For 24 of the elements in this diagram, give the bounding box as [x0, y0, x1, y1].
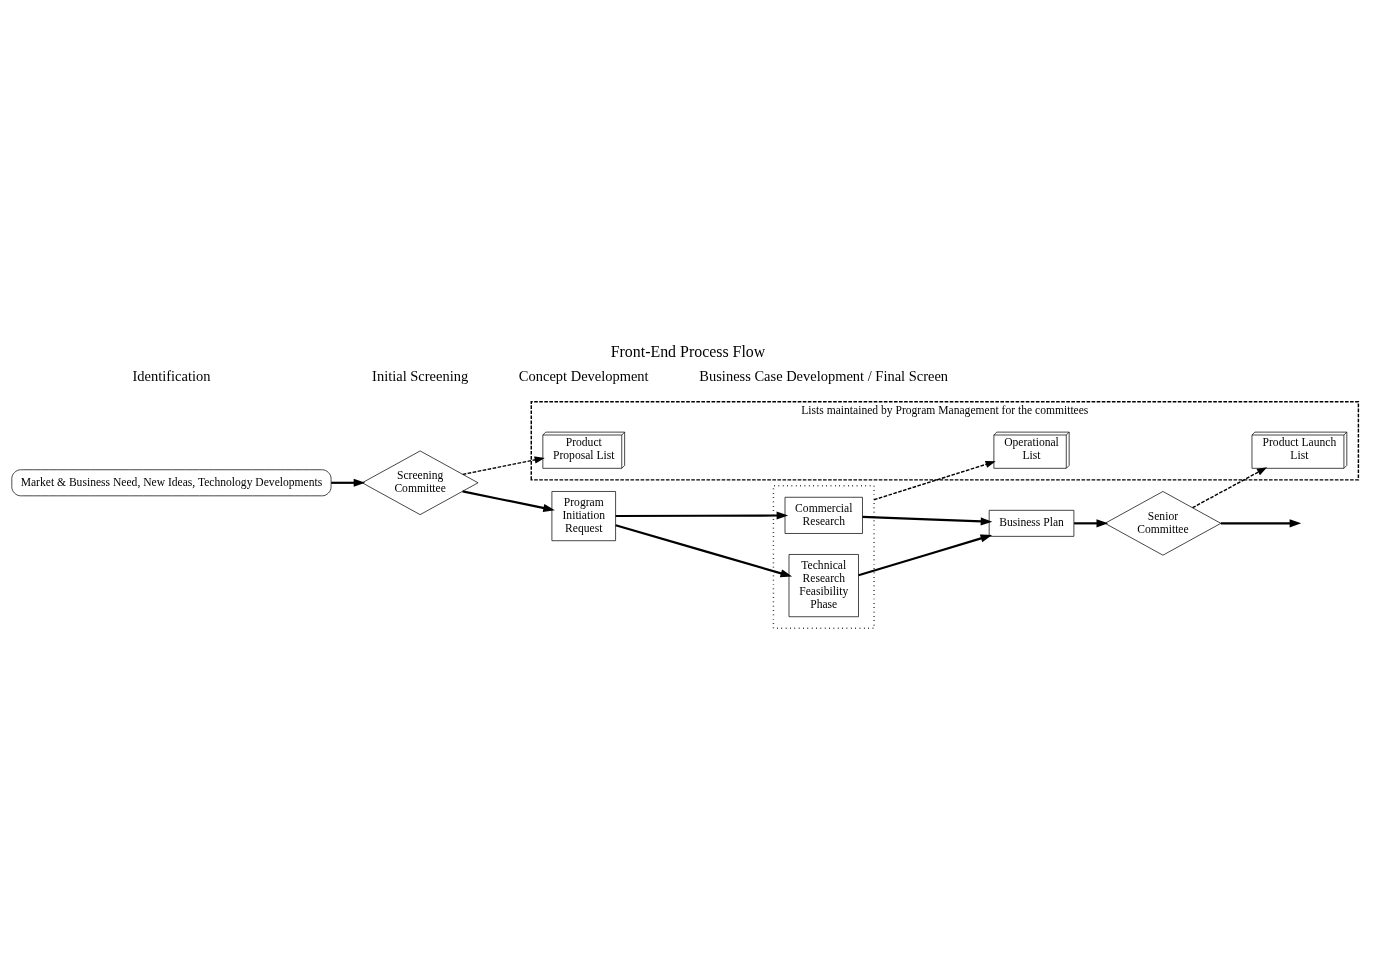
label: Business Case Development / Final Screen [699, 367, 949, 384]
arrow [1220, 518, 1302, 527]
arrow [615, 523, 793, 577]
arrow [862, 515, 993, 525]
arrow [462, 455, 545, 475]
cluster [772, 484, 875, 629]
diagram-title: Front-End Process Flow [610, 342, 766, 360]
arrow [615, 510, 789, 520]
arrow [1074, 518, 1109, 527]
node-diamond: Senior Committee [1104, 490, 1222, 556]
arrow [1191, 466, 1268, 508]
node-box: Market & Business Need, New Ideas, Technology Developments [11, 468, 332, 496]
node-diamond: Screening Committee [361, 450, 479, 515]
arrow [858, 533, 993, 576]
label: Initial Screening [372, 367, 469, 384]
arrow [462, 489, 555, 512]
label: Concept Development [518, 367, 649, 384]
node-box: Program Initiation Request [551, 490, 616, 541]
label: Identification [132, 367, 211, 384]
arrow [873, 460, 996, 500]
node-box: Business Plan [988, 509, 1075, 537]
node-box: Technical Research Feasibility Phase [788, 553, 859, 617]
arrow [331, 478, 366, 487]
node-box: Commercial Research [784, 496, 863, 534]
